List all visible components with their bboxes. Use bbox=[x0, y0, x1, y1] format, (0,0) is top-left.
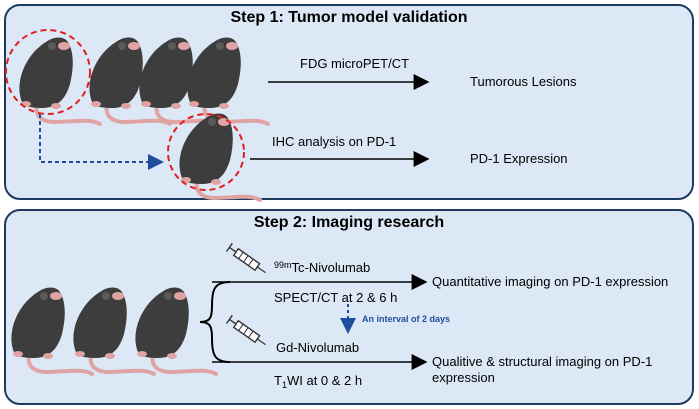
ihc-result: PD-1 Expression bbox=[470, 151, 568, 166]
interval-label: An interval of 2 days bbox=[362, 314, 450, 324]
tracer2-result-line1: Qualitive & structural imaging on PD-1 bbox=[432, 354, 652, 369]
tracer1-result: Quantitative imaging on PD-1 expression bbox=[432, 274, 668, 289]
mouse-icon bbox=[133, 285, 218, 376]
tracer2-method: T1WI at 0 & 2 h bbox=[274, 373, 362, 390]
transfer-dashed-arrow bbox=[39, 114, 164, 170]
pet-result: Tumorous Lesions bbox=[470, 74, 577, 89]
pet-label: FDG microPET/CT bbox=[300, 56, 409, 71]
tracer1-superscript: 99m bbox=[274, 260, 292, 270]
mouse-icon bbox=[185, 35, 270, 126]
ihc-label: IHC analysis on PD-1 bbox=[272, 134, 396, 149]
tracer1-label: 99mTc-Nivolumab bbox=[274, 260, 370, 275]
tracer2-method-prefix: T bbox=[274, 373, 282, 388]
tracer2-result-line2: expression bbox=[432, 370, 495, 385]
tracer1-method: SPECT/CT at 2 & 6 h bbox=[274, 290, 397, 305]
brace-icon bbox=[199, 281, 231, 363]
tracer2-name: Gd-Nivolumab bbox=[276, 340, 359, 355]
analysed-mouse-circle bbox=[167, 113, 245, 191]
tracer2-method-subscript: 1 bbox=[282, 380, 287, 390]
syringe-icon bbox=[225, 314, 270, 350]
tracer2-method-suffix: WI at 0 & 2 h bbox=[287, 373, 362, 388]
tracer1-name: Tc-Nivolumab bbox=[292, 260, 371, 275]
selected-mouse-circle bbox=[5, 29, 91, 115]
step2-title: Step 2: Imaging research bbox=[253, 214, 445, 231]
step1-title: Step 1: Tumor model validation bbox=[230, 9, 468, 26]
syringe-icon bbox=[225, 242, 270, 278]
